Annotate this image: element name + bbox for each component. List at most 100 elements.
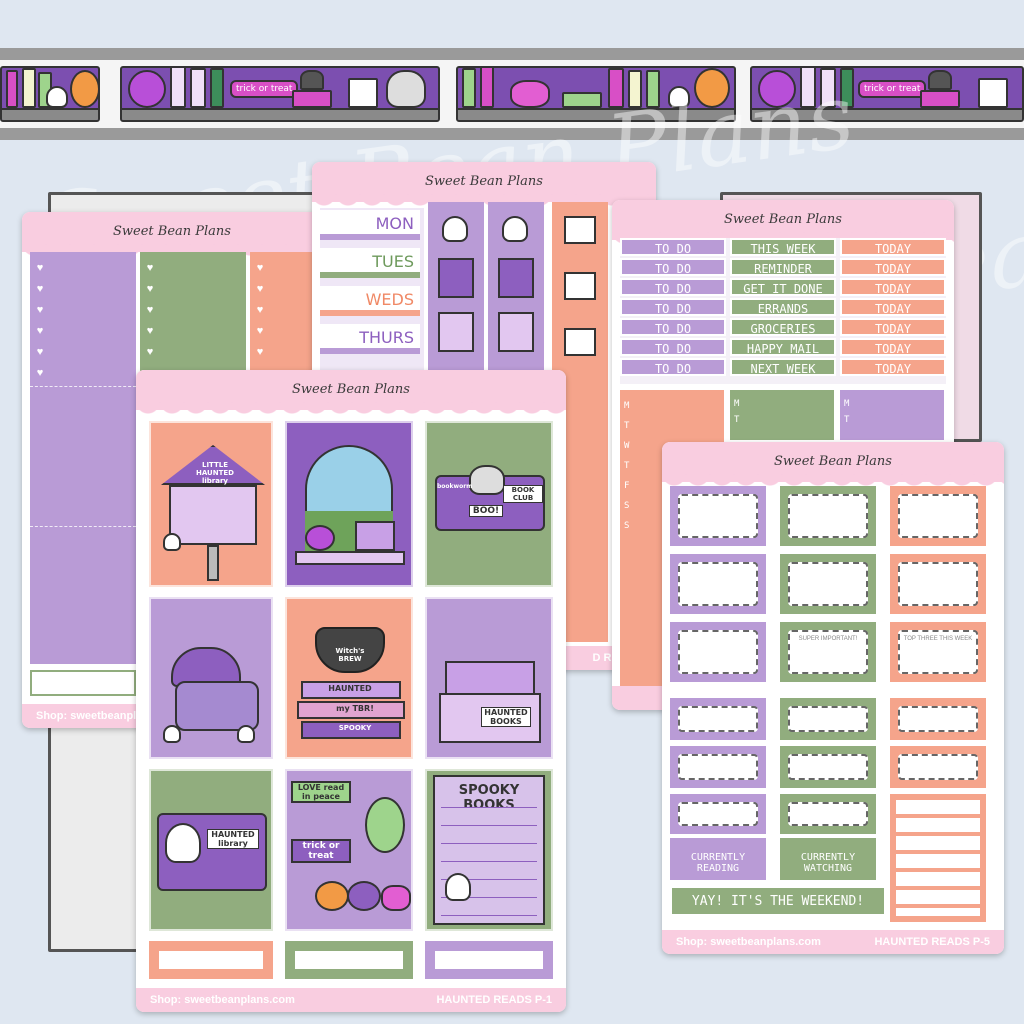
box-sticker [780,486,876,546]
rituals-book [292,90,332,108]
trick-or-treat-label: trick or treat [858,80,927,98]
skull-icon [469,465,505,495]
book-icon [301,681,401,699]
tbr-book-text: my TBR! [336,704,374,713]
haunted-book-text: HAUNTED [328,684,372,693]
box-sticker [780,554,876,614]
washi-book [170,68,186,108]
habit-tracker: M T [730,390,834,440]
heart-icon: ♥ [36,304,44,316]
spooky-book-text: SPOOKY [338,724,372,732]
heart-icon: ♥ [146,346,154,358]
full-box-window [282,418,416,590]
library-box-icon [169,485,257,545]
brand-title: Sweet Bean Plans [425,174,543,189]
washi-book [190,68,206,108]
full-box-book-club: BOOK CLUB BOO! bookworm [422,418,556,590]
todo-label: TO DO [620,338,726,356]
todo-label: TO DO [620,318,726,336]
ghost-icon [163,725,181,743]
cat-icon [300,70,324,90]
sticker-sheet-main: Sweet Bean Plans LITTLE HAUNTED library … [136,370,566,1012]
full-box-little-library: LITTLE HAUNTED library [146,418,276,590]
hearts: ♥ ♥ ♥ ♥ ♥ [254,258,266,363]
brand-title: Sweet Bean Plans [774,454,892,469]
super-important-box: SUPER IMPORTANT! [780,622,876,682]
bookworm-text: bookworm [437,483,473,490]
full-box-haunted-library-card: HAUNTED library [146,766,276,934]
washi-book [480,68,494,108]
mirror-icon [365,797,405,853]
todo-label: TO DO [620,298,726,316]
love-read-text: LOVE read in peace [291,781,351,803]
boo-sign [978,78,1008,108]
washi-book [22,68,36,108]
ghost-icon [163,533,181,551]
heart-icon: ♥ [256,325,264,337]
full-box-book-cart: HAUNTED BOOKS [422,594,556,762]
shelf-icon [295,551,405,565]
day-label-weds: WEDS [320,286,420,316]
heart-icon: ♥ [36,283,44,295]
box-sticker [890,554,986,614]
trick-or-treat-label: trick or treat [230,80,299,98]
lined-list [890,794,986,922]
books-icon [355,521,395,551]
armchair-icon [175,681,259,731]
currently-watching-text: CURRENTLY WATCHING [800,852,856,874]
header-label [282,938,416,982]
ghost-icon [165,823,201,863]
get-it-done-label: GET IT DONE [730,278,836,296]
hearts: ♥ ♥ ♥ ♥ ♥ [144,258,156,363]
todo-label: TO DO [620,258,726,276]
checklist-column: ♥ ♥ ♥ ♥ ♥ [140,252,246,382]
washi-segment [0,66,100,122]
pumpkin-icon [70,70,98,108]
currently-reading-box: CURRENTLY READING [670,838,766,880]
vertical-strip [488,202,544,372]
washi-book [820,68,836,108]
washi-segment: trick or treat [750,66,1024,122]
heart-icon: ♥ [36,262,44,274]
vertical-strip [428,202,484,372]
currently-reading-text: CURRENTLY READING [690,852,746,874]
heart-icon: ♥ [146,304,154,316]
today-label: TODAY [840,258,946,276]
heart-icon: ♥ [36,367,44,379]
day-label-thurs: THURS [320,324,420,354]
crystal-ball-icon [305,525,335,551]
todo-label: TO DO [620,358,726,376]
open-book-icon [564,216,596,244]
today-label: TODAY [840,278,946,296]
books-icon [438,312,474,352]
books-icon [498,312,534,352]
box-sticker [670,554,766,614]
washi-book [628,70,642,108]
cauldron-icon [315,627,385,673]
sticker-sheet-boxes: Sweet Bean Plans SUPER IMPORTANT! TOP TH… [662,442,1004,954]
groceries-label: GROCERIES [730,318,836,336]
heart-icon: ♥ [256,283,264,295]
brand-title: Sweet Bean Plans [724,212,842,227]
heart-icon: ♥ [256,304,264,316]
sheet-id: HAUNTED READS P-5 [874,936,990,948]
checklist-column: ♥ ♥ ♥ ♥ ♥ ♥ [30,252,136,664]
crystal-ball-icon [347,881,381,911]
book-icon [301,721,401,739]
box-sticker [670,622,766,682]
washi-book [210,68,224,108]
full-box-spooky-books: SPOOKY BOOKS [422,766,556,934]
spooky-books-list: SPOOKY BOOKS [433,775,545,925]
haunted-books-text: HAUNTED BOOKS [481,707,531,727]
ghost-mug-icon [46,86,68,108]
habit-tracker: M T [840,390,944,440]
haunted-library-text: HAUNTED library [207,829,259,849]
washi-segment: trick or treat [120,66,440,122]
book-club-text: BOOK CLUB [503,485,543,503]
full-box-collage: LOVE read in peace trick or treat [282,766,416,934]
full-box-witchs-brew: Witch's BREW HAUNTED my TBR! SPOOKY [282,594,416,762]
small-label [30,670,136,696]
witchs-brew-text: Witch's BREW [335,647,365,663]
box-sticker [780,698,876,740]
tarot-book [562,92,602,108]
